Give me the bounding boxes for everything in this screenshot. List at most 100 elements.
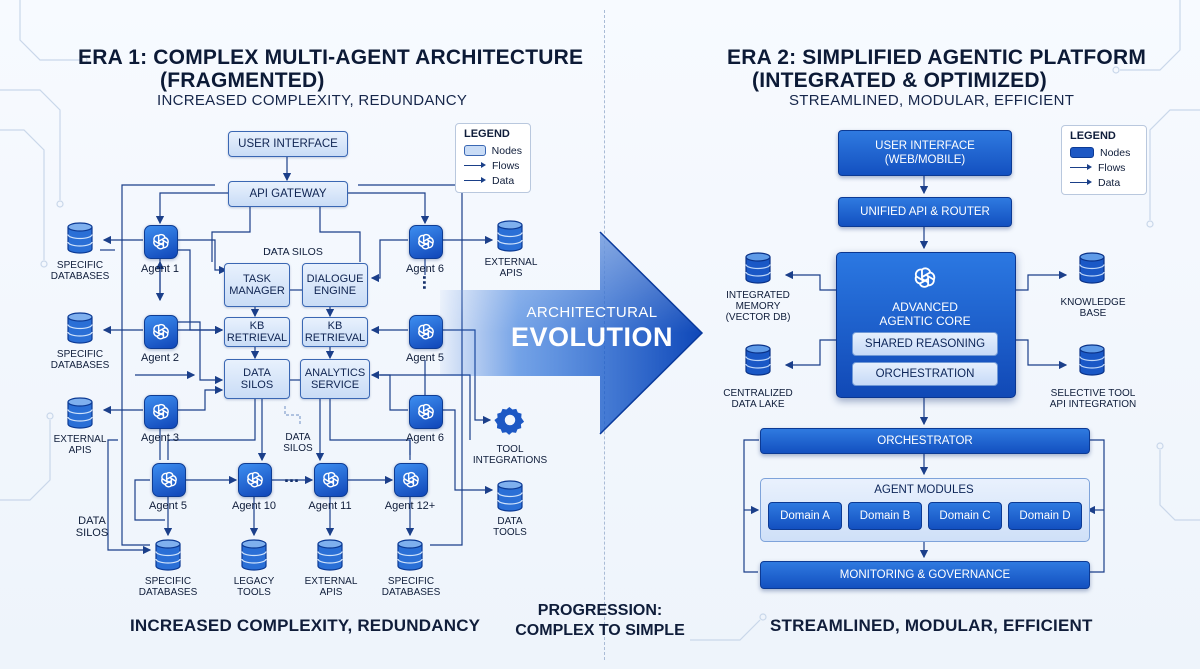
agent-5b-icon xyxy=(152,463,186,497)
domain-b: Domain B xyxy=(848,502,922,530)
era1-api-gateway: API GATEWAY xyxy=(228,181,348,207)
analytics-service-line1: ANALYTICS xyxy=(304,367,366,379)
arrow-label-main: EVOLUTION xyxy=(510,322,673,352)
right-tool-line2: INTEGRATIONS xyxy=(472,455,548,466)
database-icon xyxy=(316,538,344,572)
legend-row-data: Data xyxy=(464,173,522,188)
database-icon xyxy=(744,343,772,377)
database-icon xyxy=(66,311,94,345)
database-icon xyxy=(496,479,524,513)
legend-flow-arrow-icon xyxy=(464,161,486,170)
legend-nodes-label: Nodes xyxy=(491,144,522,157)
era2-subtitle: STREAMLINED, MODULAR, EFFICIENT xyxy=(789,92,1075,109)
era2-unified-api: UNIFIED API & ROUTER xyxy=(838,197,1012,227)
database-icon xyxy=(396,538,424,572)
era1-footer: INCREASED COMPLEXITY, REDUNDANCY xyxy=(130,616,481,635)
legend2-node-swatch xyxy=(1070,147,1094,158)
era1-horizontal-ellipsis: ... xyxy=(284,466,300,486)
dialogue-engine-line2: ENGINE xyxy=(313,285,357,297)
database-icon xyxy=(154,538,182,572)
database-icon xyxy=(66,221,94,255)
era2-orchestrator: ORCHESTRATOR xyxy=(760,428,1090,454)
era2-legend: LEGEND Nodes Flows Data xyxy=(1061,125,1147,195)
sel-tool-line2: API INTEGRATION xyxy=(1049,399,1137,410)
dialogue-engine-line1: DIALOGUE xyxy=(306,273,364,285)
legend2-row-data: Data xyxy=(1070,175,1138,190)
right-datatools-line1: DATA xyxy=(497,516,523,527)
agent-5b-label: Agent 5 xyxy=(149,500,187,512)
bottom-b4-line2: DATABASES xyxy=(381,587,441,598)
bottom-b1-line2: DATABASES xyxy=(138,587,198,598)
database-icon xyxy=(240,538,268,572)
left-db3-line2: APIS xyxy=(68,445,92,456)
domain-c: Domain C xyxy=(928,502,1002,530)
legend2-row-nodes: Nodes xyxy=(1070,145,1138,160)
agent-6b-label: Agent 6 xyxy=(406,432,444,444)
legend2-data-label: Data xyxy=(1098,176,1121,189)
agent-modules-title: AGENT MODULES xyxy=(874,484,974,496)
task-manager-line2: MANAGER xyxy=(229,285,285,297)
data-silos-box-line2: SILOS xyxy=(240,379,274,391)
kb-retrieval-right-line1: KB xyxy=(327,320,343,332)
legend-data-label: Data xyxy=(492,174,515,187)
agent-12-icon xyxy=(394,463,428,497)
data-silos-mid-line1: DATA xyxy=(285,432,311,443)
central-lake-line2: DATA LAKE xyxy=(731,399,785,410)
era2-monitoring: MONITORING & GOVERNANCE xyxy=(760,561,1090,589)
agent-1-icon xyxy=(144,225,178,259)
database-icon xyxy=(1078,343,1106,377)
legend2-flow-arrow-icon xyxy=(1070,163,1092,172)
kb-retrieval-left-line2: RETRIEVAL xyxy=(226,332,288,344)
legend2-nodes-label: Nodes xyxy=(1100,146,1131,159)
progression-line1: PROGRESSION: xyxy=(537,602,663,619)
era2-shared-reasoning: SHARED REASONING xyxy=(852,332,998,356)
task-manager-line1: TASK xyxy=(243,273,271,285)
agent-2-label: Agent 2 xyxy=(141,352,179,364)
bottom-b4-line1: SPECIFIC xyxy=(387,576,435,587)
era2-title-line2: (INTEGRATED & OPTIMIZED) xyxy=(752,69,1047,92)
database-icon xyxy=(66,396,94,430)
kb-line2: BASE xyxy=(1079,308,1107,319)
database-icon xyxy=(744,251,772,285)
agent-12-label: Agent 12+ xyxy=(384,500,436,512)
right-datatools-line2: TOOLS xyxy=(493,527,527,538)
era1-subtitle: INCREASED COMPLEXITY, REDUNDANCY xyxy=(157,92,468,109)
era1-user-interface: USER INTERFACE xyxy=(228,131,348,157)
arrow-label-top: ARCHITECTURAL xyxy=(526,304,658,321)
agent-10-label: Agent 10 xyxy=(231,500,277,512)
agent-2-icon xyxy=(144,315,178,349)
left-db2-line1: SPECIFIC xyxy=(56,349,104,360)
database-icon xyxy=(1078,251,1106,285)
right-ext-line1: EXTERNAL xyxy=(484,257,538,268)
gear-icon xyxy=(494,406,525,435)
bottom-b2-line2: TOOLS xyxy=(237,587,271,598)
domain-a: Domain A xyxy=(768,502,842,530)
agent-10-icon xyxy=(238,463,272,497)
right-tool-line1: TOOL xyxy=(496,444,524,455)
sel-tool-line1: SELECTIVE TOOL xyxy=(1050,388,1136,399)
domain-d: Domain D xyxy=(1008,502,1082,530)
data-silos-left-line1: DATA xyxy=(78,515,106,527)
evolution-arrow xyxy=(440,231,704,435)
central-lake-line1: CENTRALIZED xyxy=(723,388,793,399)
legend-row-flows: Flows xyxy=(464,158,522,173)
left-db1-line1: SPECIFIC xyxy=(56,260,104,271)
legend2-data-arrow-icon xyxy=(1070,178,1092,187)
